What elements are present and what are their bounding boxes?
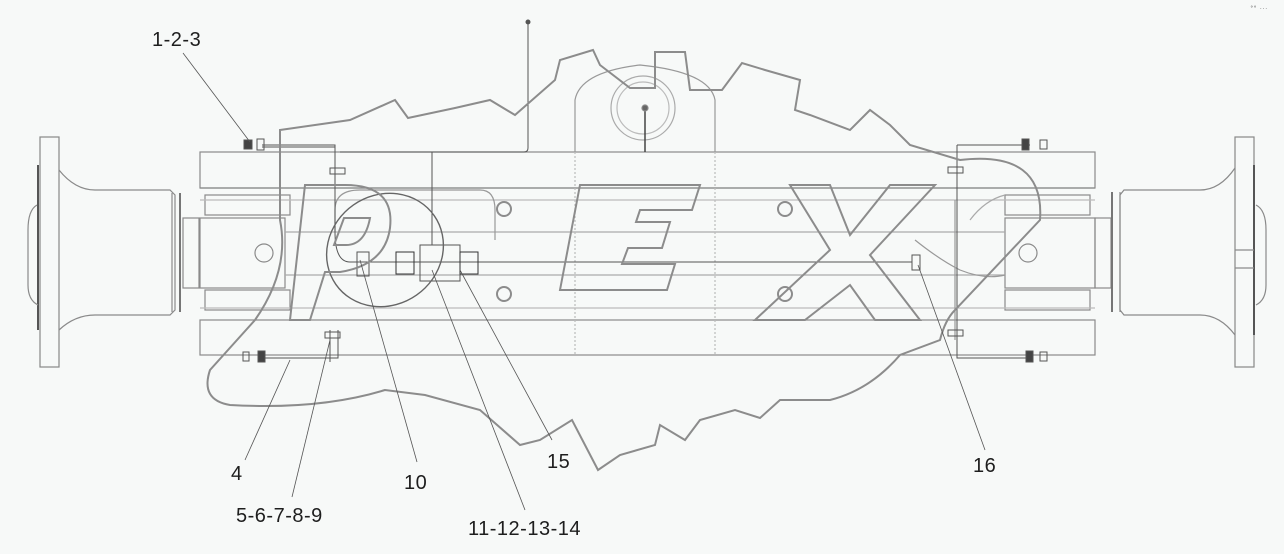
callout-11-14: 11-12-13-14	[468, 518, 581, 540]
callout-5-9: 5-6-7-8-9	[236, 505, 323, 527]
callout-1-2-3: 1-2-3	[152, 29, 202, 51]
right-wheel-hub	[1094, 136, 1267, 368]
leader-lines	[182, 52, 986, 511]
axle-housing	[199, 64, 1096, 356]
detail-ellipse	[325, 192, 445, 308]
callout-15: 15	[547, 451, 571, 473]
corner-mark: °° ∙∙∙	[1250, 6, 1268, 12]
callout-16: 16	[973, 455, 997, 477]
axle-drawing	[27, 19, 1267, 368]
brake-piping	[242, 19, 1048, 363]
callout-10: 10	[404, 472, 428, 494]
left-wheel-hub	[27, 136, 200, 368]
pex-watermark	[206, 48, 1042, 472]
callout-4: 4	[231, 463, 243, 485]
